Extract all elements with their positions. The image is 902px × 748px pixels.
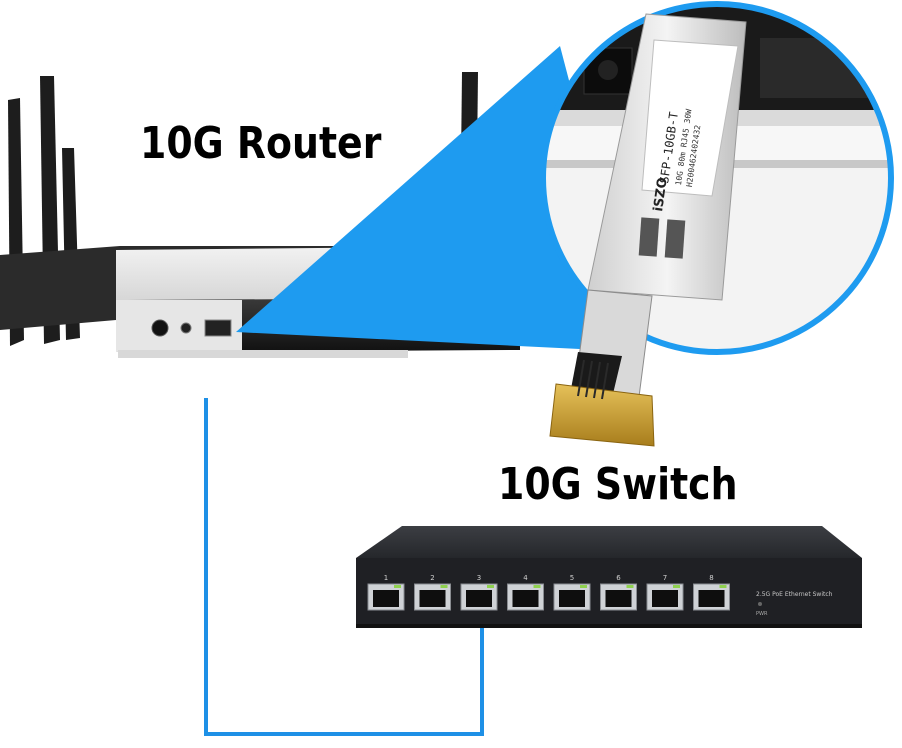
switch-port-5: 5 bbox=[553, 574, 591, 611]
port-socket bbox=[373, 590, 399, 607]
sfp-brand-text: iSZO bbox=[651, 177, 671, 213]
pwr-label: PWR bbox=[756, 611, 768, 617]
switch-ports: 1 2 3 4 5 6 7 8 bbox=[367, 574, 730, 611]
port-number-label: 2 bbox=[430, 574, 434, 582]
port-socket bbox=[698, 590, 725, 607]
port-socket bbox=[652, 590, 678, 607]
switch-port-7: 7 bbox=[646, 574, 684, 611]
port-number-label: 1 bbox=[384, 574, 388, 582]
switch-port-2: 2 bbox=[414, 574, 451, 611]
switch-port-6: 6 bbox=[600, 574, 637, 611]
port-led bbox=[673, 585, 680, 588]
port-socket bbox=[466, 590, 492, 607]
port-socket bbox=[605, 590, 632, 607]
switch-port-8: 8 bbox=[693, 574, 730, 611]
port-number-label: 4 bbox=[523, 574, 528, 582]
port-led bbox=[719, 585, 727, 588]
switch-title: 10G Switch bbox=[498, 459, 738, 510]
port-led bbox=[394, 585, 401, 588]
switch-port-3: 3 bbox=[460, 574, 498, 611]
sfp-brand-logo: iSZO bbox=[651, 177, 671, 213]
switch-port-4: 4 bbox=[507, 574, 544, 611]
pwr-led bbox=[758, 602, 762, 606]
port-led bbox=[487, 585, 494, 588]
port-number-label: 6 bbox=[616, 574, 621, 582]
router-title: 10G Router bbox=[140, 118, 382, 169]
port-socket bbox=[419, 590, 446, 607]
port-number-label: 8 bbox=[709, 574, 713, 582]
network-cable-line bbox=[204, 398, 484, 736]
sfp-module bbox=[549, 13, 747, 447]
switch-model-label: 2.5G PoE Ethernet Switch bbox=[756, 591, 833, 598]
port-socket bbox=[512, 590, 539, 607]
port-number-label: 7 bbox=[663, 574, 667, 582]
port-number-label: 5 bbox=[570, 574, 574, 582]
port-number-label: 3 bbox=[477, 574, 481, 582]
switch-port-1: 1 bbox=[367, 574, 405, 611]
zoom-callout-cone bbox=[236, 46, 640, 352]
port-led bbox=[440, 585, 448, 588]
port-socket bbox=[559, 590, 585, 607]
port-led bbox=[580, 585, 587, 588]
port-led bbox=[626, 585, 634, 588]
port-led bbox=[533, 585, 541, 588]
